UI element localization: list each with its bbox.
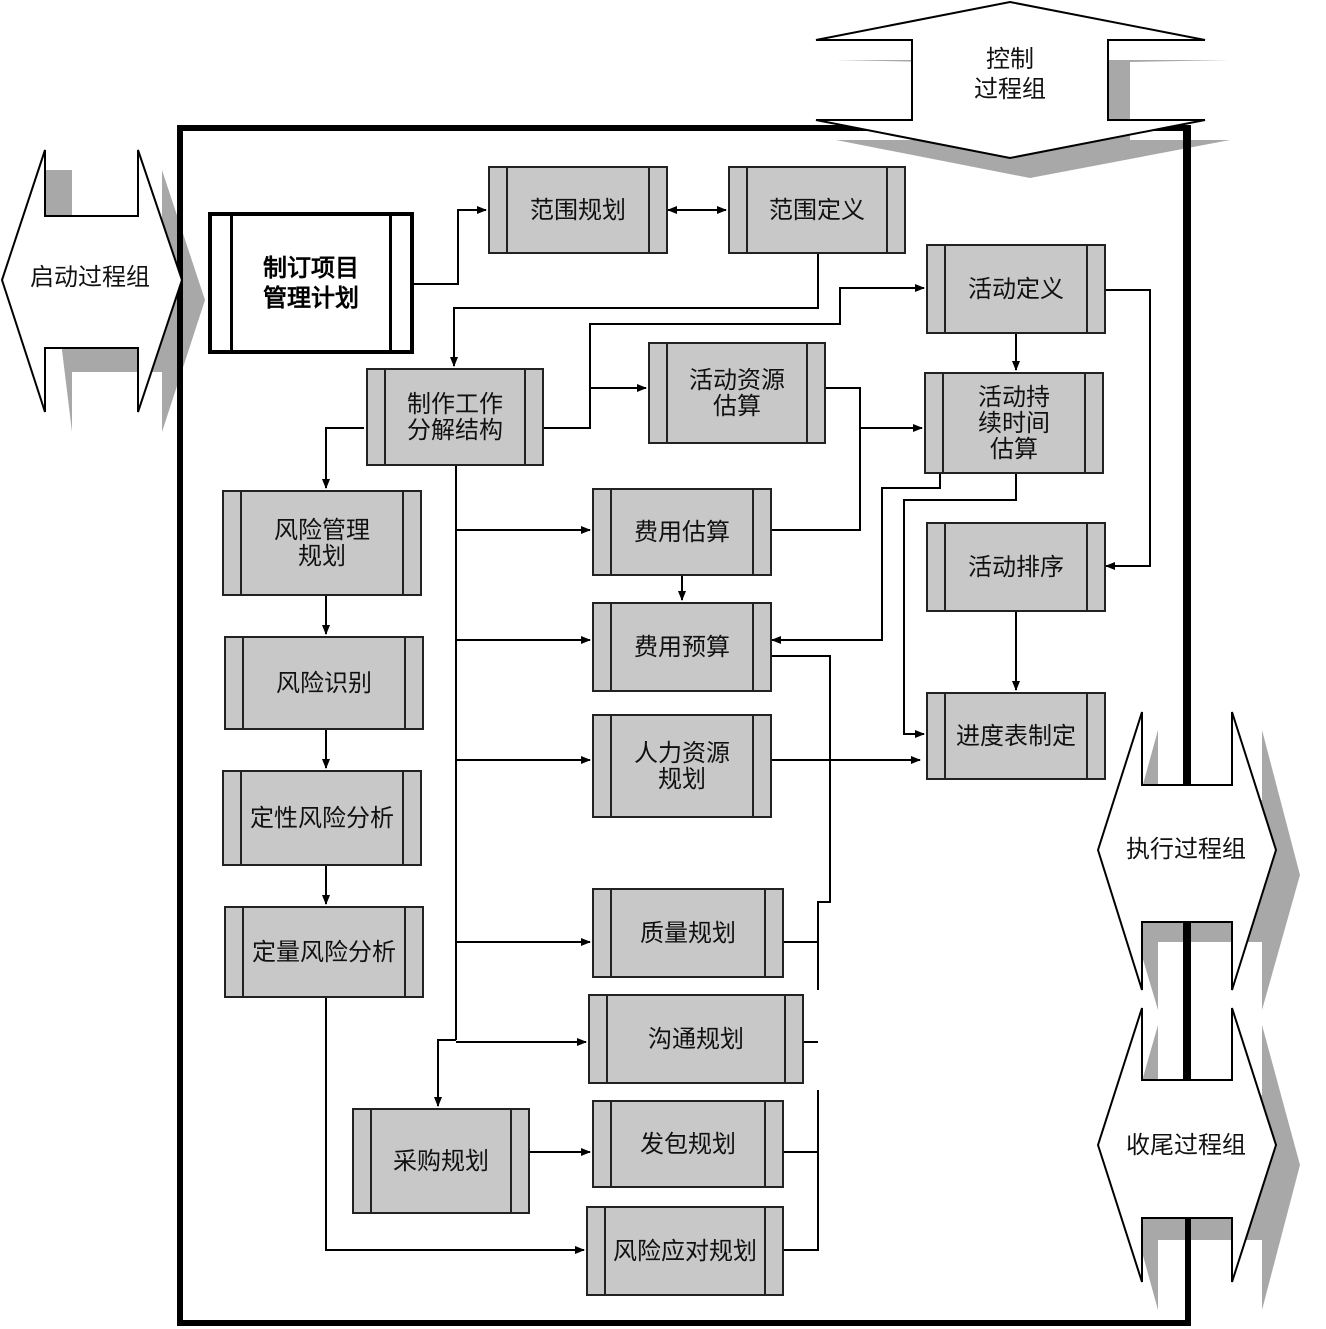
quantitative-risk-analysis-box: 定量风险分析 <box>224 906 424 998</box>
activity-resource-estimating-box: 活动资源 估算 <box>648 342 826 444</box>
cost-budgeting-label: 费用预算 <box>634 633 730 661</box>
control-arrow <box>815 0 1206 160</box>
plan-contracting-box: 发包规划 <box>592 1100 784 1188</box>
risk-management-planning-label: 风险管理 规划 <box>274 516 370 570</box>
cost-estimating-label: 费用估算 <box>634 518 730 546</box>
quality-planning-label: 质量规划 <box>640 919 736 947</box>
activity-definition-box: 活动定义 <box>926 244 1106 334</box>
control-process-group-label: 控制 过程组 <box>974 45 1046 103</box>
closing-process-group-label: 收尾过程组 <box>1126 1131 1246 1159</box>
plan-contracting-label: 发包规划 <box>640 1130 736 1158</box>
connectors <box>322 206 1151 1254</box>
communications-planning-box: 沟通规划 <box>588 994 804 1084</box>
communications-planning-label: 沟通规划 <box>648 1025 744 1053</box>
create-wbs-label: 制作工作 分解结构 <box>407 390 503 444</box>
scope-planning-box: 范围规划 <box>488 166 668 254</box>
schedule-development-box: 进度表制定 <box>926 692 1106 780</box>
risk-identification-box: 风险识别 <box>224 636 424 730</box>
qualitative-risk-analysis-box: 定性风险分析 <box>222 770 422 866</box>
executing-arrow <box>1096 711 1278 991</box>
schedule-development-label: 进度表制定 <box>956 722 1076 750</box>
plan-purchases-label: 采购规划 <box>393 1147 489 1175</box>
cost-estimating-box: 费用估算 <box>592 488 772 576</box>
create-wbs-box: 制作工作 分解结构 <box>366 368 544 466</box>
scope-definition-box: 范围定义 <box>728 166 906 254</box>
executing-process-group-label: 执行过程组 <box>1126 835 1246 863</box>
activity-sequencing-box: 活动排序 <box>926 522 1106 612</box>
quantitative-risk-analysis-label: 定量风险分析 <box>252 938 396 966</box>
initiating-arrow <box>0 149 184 413</box>
initiating-process-group-label: 启动过程组 <box>30 263 150 291</box>
activity-sequencing-label: 活动排序 <box>968 553 1064 581</box>
activity-duration-estimating-box: 活动持 续时间 估算 <box>924 372 1104 474</box>
group-arrows <box>0 0 1278 1283</box>
hr-planning-label: 人力资源 规划 <box>634 739 730 793</box>
activity-duration-estimating-label: 活动持 续时间 估算 <box>978 383 1050 463</box>
hr-planning-box: 人力资源 规划 <box>592 714 772 818</box>
quality-planning-box: 质量规划 <box>592 888 784 978</box>
scope-planning-label: 范围规划 <box>530 196 626 224</box>
activity-resource-estimating-label: 活动资源 估算 <box>689 366 785 420</box>
cost-budgeting-box: 费用预算 <box>592 602 772 692</box>
qualitative-risk-analysis-label: 定性风险分析 <box>250 804 394 832</box>
risk-response-planning-label: 风险应对规划 <box>613 1237 757 1265</box>
risk-response-planning-box: 风险应对规划 <box>586 1206 784 1296</box>
develop-project-management-plan: 制订项目 管理计划 <box>208 212 414 354</box>
risk-management-planning-box: 风险管理 规划 <box>222 490 422 596</box>
closing-arrow <box>1096 1007 1278 1283</box>
risk-identification-label: 风险识别 <box>276 669 372 697</box>
plan-purchases-box: 采购规划 <box>352 1108 530 1214</box>
develop-plan-label: 制订项目 管理计划 <box>263 254 359 312</box>
activity-definition-label: 活动定义 <box>968 275 1064 303</box>
scope-definition-label: 范围定义 <box>769 196 865 224</box>
